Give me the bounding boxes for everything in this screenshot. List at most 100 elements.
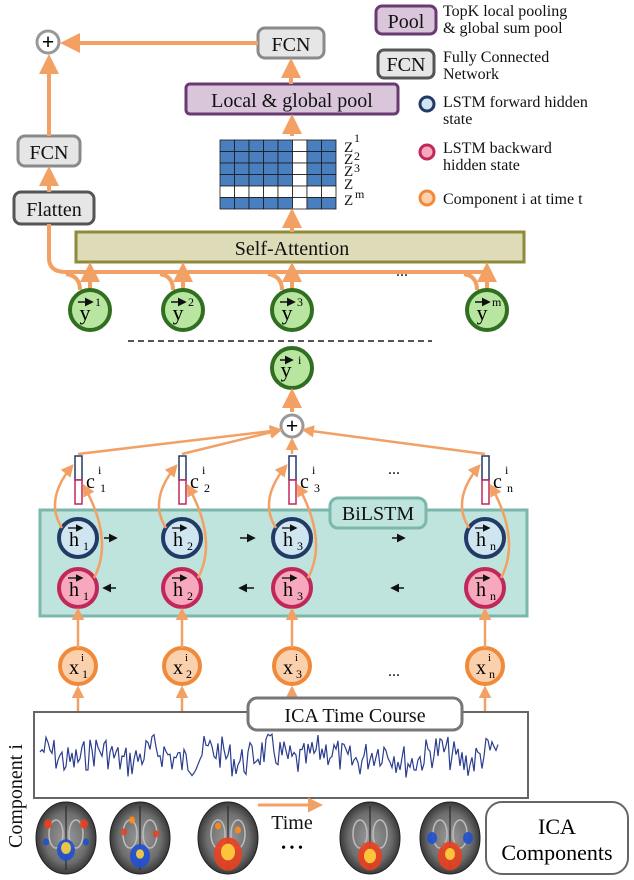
context-dots: ... bbox=[388, 461, 400, 478]
matrix-cell bbox=[277, 197, 293, 210]
matrix-cell bbox=[306, 174, 322, 187]
matrix-cell bbox=[306, 197, 322, 210]
fcn-top-label: FCN bbox=[272, 34, 311, 56]
context-sup: i bbox=[202, 463, 206, 477]
legend-component-1: Component i at time t bbox=[443, 191, 583, 208]
fcn-left-box: FCN bbox=[16, 134, 82, 168]
matrix-cell bbox=[277, 162, 293, 175]
matrix-cell bbox=[292, 162, 308, 175]
legend-fcn: FCN Fully Connected Network bbox=[376, 48, 549, 83]
matrix-cell bbox=[219, 162, 235, 175]
x-sub: 1 bbox=[82, 667, 88, 681]
z1-label: Z bbox=[344, 140, 353, 156]
x-sup: i bbox=[295, 652, 298, 664]
zm-sup: m bbox=[355, 187, 365, 201]
matrix-cell bbox=[292, 185, 308, 198]
legend-bwd-2: hidden state bbox=[443, 157, 520, 174]
matrix-cell bbox=[234, 162, 250, 175]
ica-time-course-label: ICA Time Course bbox=[284, 705, 425, 727]
z3-label: Z bbox=[344, 164, 353, 180]
h-backward-base: h bbox=[476, 579, 486, 601]
ica-components-tag: ICA Components bbox=[485, 801, 629, 875]
matrix-cell bbox=[306, 185, 322, 198]
context-forward-bar bbox=[178, 455, 187, 481]
matrix-cell bbox=[277, 185, 293, 198]
matrix-cell bbox=[219, 185, 235, 198]
y-node-base: y bbox=[282, 300, 293, 325]
matrix-cell bbox=[219, 139, 235, 152]
brain-map-3 bbox=[197, 801, 259, 875]
matrix-cell bbox=[263, 162, 279, 175]
z1-sup: 1 bbox=[354, 131, 360, 145]
y-i-node: y i bbox=[270, 346, 314, 390]
recurrent-arrows bbox=[102, 533, 406, 593]
matrix-cell bbox=[321, 185, 337, 198]
y-node-sup: m bbox=[492, 295, 502, 309]
matrix-cell bbox=[248, 162, 264, 175]
context-sup: i bbox=[312, 463, 316, 477]
x-base: x bbox=[476, 657, 486, 679]
legend-lstm-backward: LSTM backward hidden state bbox=[418, 140, 552, 174]
legend-pool-tag: Pool bbox=[388, 11, 425, 33]
x-sup: i bbox=[488, 652, 491, 664]
matrix-cell bbox=[292, 174, 308, 187]
fcn-top-box: FCN bbox=[256, 26, 326, 60]
matrix-cell bbox=[248, 139, 264, 152]
h-forward-sub: 1 bbox=[83, 539, 89, 553]
brain-map-2 bbox=[109, 801, 171, 875]
legend-fwd-2: state bbox=[443, 111, 472, 128]
z3-sup: 3 bbox=[354, 161, 360, 175]
self-attention-box: Self-Attention bbox=[74, 230, 526, 264]
self-attention-label: Self-Attention bbox=[235, 238, 349, 260]
z-labels: Z 1 Z 2 Z 3 Z Z m bbox=[344, 131, 365, 209]
x-base: x bbox=[283, 657, 293, 679]
h-forward-base: h bbox=[283, 529, 293, 551]
x-sup: i bbox=[81, 652, 84, 664]
x-base: x bbox=[173, 657, 183, 679]
legend: Pool TopK local pooling & global sum poo… bbox=[374, 3, 588, 208]
matrix-cell bbox=[292, 151, 308, 164]
sum-node-top: + bbox=[35, 29, 61, 55]
attention-output-matrix bbox=[219, 139, 337, 210]
brain-dots: • • • bbox=[281, 841, 303, 856]
matrix-cell bbox=[248, 197, 264, 210]
legend-component-icon bbox=[418, 189, 436, 207]
sum-node-middle: + bbox=[279, 413, 305, 439]
legend-forward-icon bbox=[418, 95, 436, 113]
h-forward-sub: 3 bbox=[297, 539, 303, 553]
matrix-cell bbox=[248, 151, 264, 164]
h-backward-sub: 3 bbox=[297, 589, 303, 603]
legend-pool: Pool TopK local pooling & global sum poo… bbox=[374, 3, 567, 37]
x-base: x bbox=[69, 657, 79, 679]
matrix-cell bbox=[219, 174, 235, 187]
z2-label: Z bbox=[344, 152, 353, 168]
context-sub: 1 bbox=[100, 481, 106, 495]
context-sub: 2 bbox=[204, 481, 210, 495]
top-flow-arrows bbox=[39, 33, 497, 291]
legend-bwd-1: LSTM backward bbox=[443, 140, 552, 157]
y-node-base: y bbox=[477, 300, 488, 325]
matrix-cell bbox=[292, 197, 308, 210]
matrix-cell bbox=[306, 139, 322, 152]
matrix-cell bbox=[248, 185, 264, 198]
h-forward-base: h bbox=[173, 529, 183, 551]
legend-component: Component i at time t bbox=[418, 189, 583, 208]
h-backward-sub: n bbox=[490, 589, 496, 603]
matrix-cell bbox=[321, 139, 337, 152]
y-i-sup: i bbox=[298, 353, 302, 367]
flatten-label: Flatten bbox=[26, 199, 82, 221]
context-backward-bar bbox=[481, 479, 490, 505]
ica-time-course-tag: ICA Time Course bbox=[246, 696, 464, 732]
component-axis-label: Component i bbox=[5, 744, 27, 848]
legend-fcn-tag: FCN bbox=[387, 54, 426, 76]
y-node-sup: 2 bbox=[188, 295, 194, 309]
h-backward-base: h bbox=[69, 579, 79, 601]
brain-map-1 bbox=[35, 801, 97, 875]
y-i-base: y bbox=[281, 357, 292, 382]
